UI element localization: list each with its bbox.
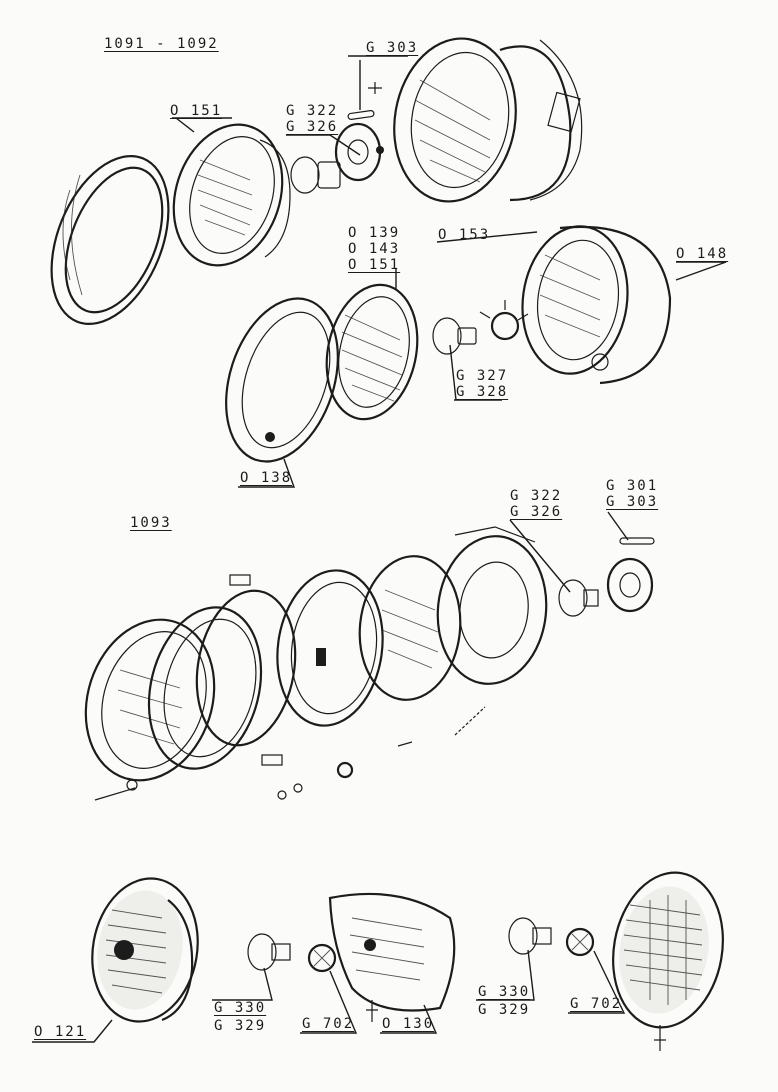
section-title-1091-1092: 1091 - 1092 xyxy=(104,36,219,52)
front-rim-1093 xyxy=(84,618,216,782)
retaining-ring-1093 xyxy=(195,574,297,766)
lens-1093 xyxy=(147,606,263,770)
callout-o139: O 139 xyxy=(348,225,401,241)
fog-lamp-grille-right xyxy=(612,871,724,1051)
callout-g303-mid: G 303 xyxy=(606,494,659,510)
callout-g303-top: G 303 xyxy=(366,40,419,56)
callout-g330-left: G 330 xyxy=(214,1000,267,1016)
callout-g702-left: G 702 xyxy=(302,1016,355,1032)
socket-1093 xyxy=(606,557,654,613)
small-parts-1093 xyxy=(94,537,655,801)
callout-g327: G 327 xyxy=(456,368,509,384)
sealed-beam-unit-top xyxy=(172,123,291,267)
bulb-socket-top xyxy=(334,122,384,182)
callout-o121: O 121 xyxy=(34,1024,87,1040)
lamp-o130 xyxy=(328,892,456,1022)
callout-o130: O 130 xyxy=(382,1016,435,1032)
callout-g329-right: G 329 xyxy=(478,1002,531,1018)
reflector-bowl-1093 xyxy=(358,555,462,701)
bulb-g330-right xyxy=(508,917,552,955)
socket-g702-left xyxy=(307,943,337,973)
callout-g322-top: G 322 xyxy=(286,103,339,119)
front-rim-mid xyxy=(225,297,339,463)
callout-g328: G 328 xyxy=(456,384,509,400)
callout-o151-top: O 151 xyxy=(170,103,223,119)
callout-o153: O 153 xyxy=(438,227,491,243)
callout-g702-right: G 702 xyxy=(570,996,623,1012)
callout-g326-top: G 326 xyxy=(286,119,339,135)
bulb-mid xyxy=(432,317,477,355)
bulb-g330-left xyxy=(247,933,291,971)
socket-mid xyxy=(479,300,529,341)
mounting-ring-1093 xyxy=(436,526,548,685)
section-title-1093: 1093 xyxy=(130,515,172,531)
screw-top xyxy=(347,82,382,120)
housing-shell-top xyxy=(393,37,583,203)
callout-o151-mid: O 151 xyxy=(348,257,401,273)
callout-o148: O 148 xyxy=(676,246,729,262)
callout-g330-right: G 330 xyxy=(478,984,531,1000)
reflector-ring-1093 xyxy=(276,569,384,727)
callout-g301: G 301 xyxy=(606,478,659,494)
callout-g329-left: G 329 xyxy=(214,1018,267,1034)
callout-g326-mid: G 326 xyxy=(510,504,563,520)
leader-lines xyxy=(32,55,727,1043)
housing-bowl-mid xyxy=(521,225,672,385)
fog-lamp-o121 xyxy=(91,877,199,1023)
callout-o143: O 143 xyxy=(348,241,401,257)
front-trim-ring-top xyxy=(50,155,170,325)
bulb-1093 xyxy=(558,579,599,617)
bulb-top xyxy=(290,156,341,194)
socket-g702-right xyxy=(565,927,595,957)
callout-g322-mid: G 322 xyxy=(510,488,563,504)
callout-o138: O 138 xyxy=(240,470,293,486)
lens-reflector-mid xyxy=(325,283,419,421)
